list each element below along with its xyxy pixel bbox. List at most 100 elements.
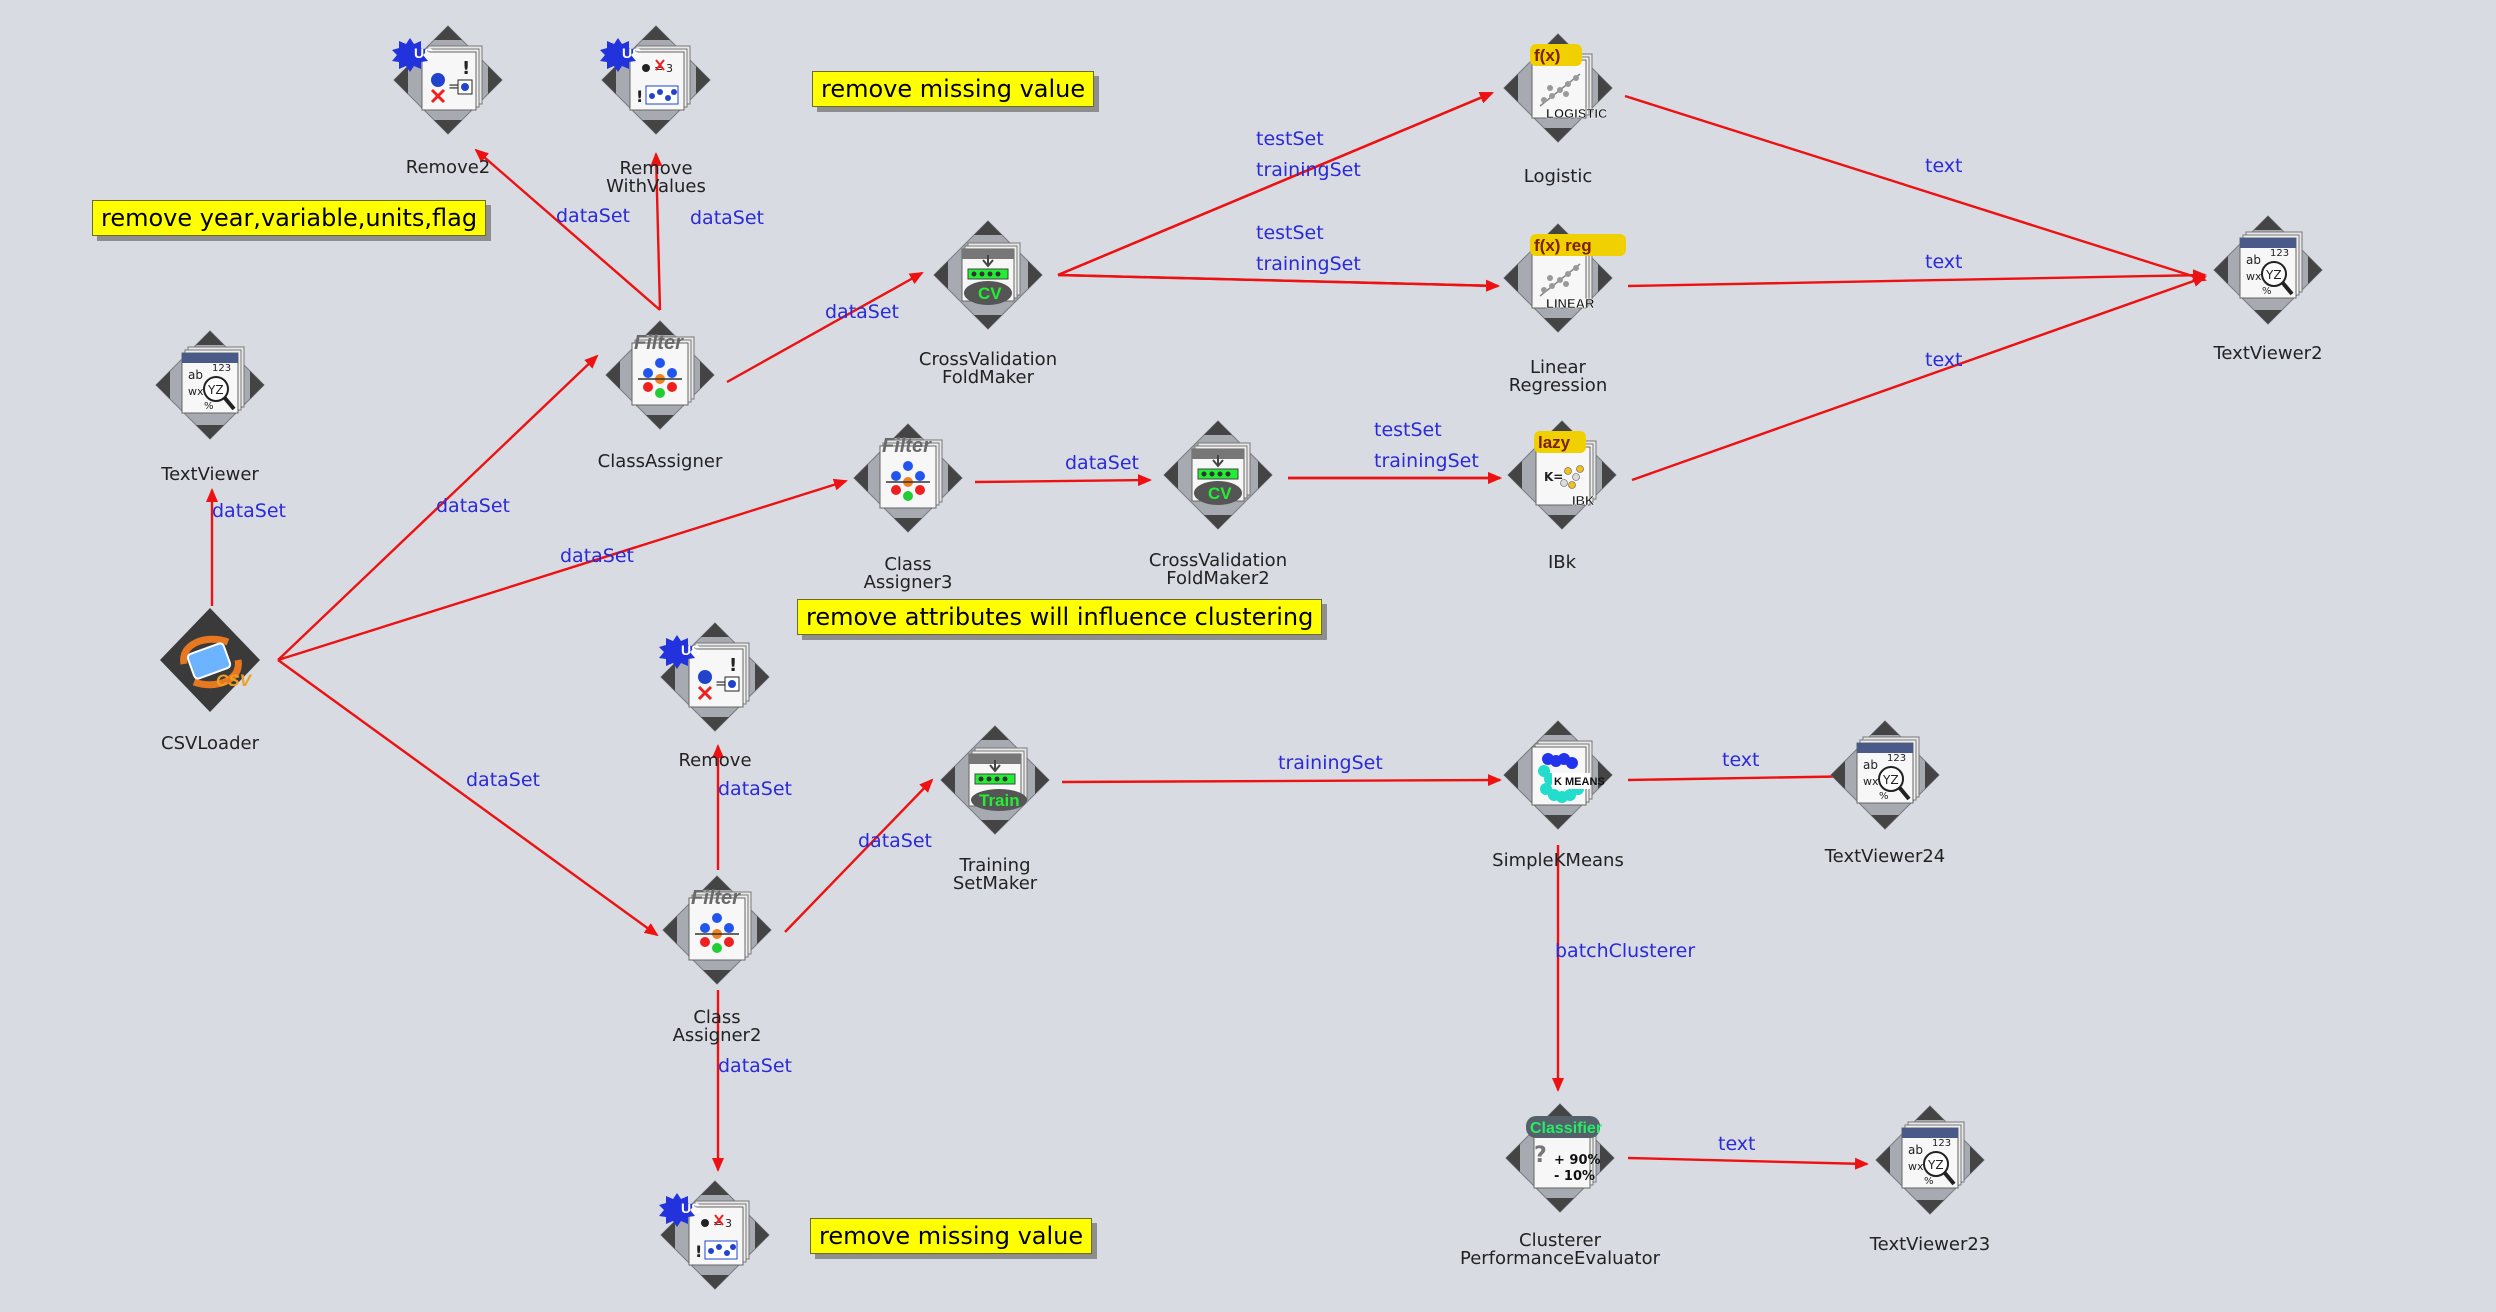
node-classassigner[interactable]: Filter bbox=[604, 319, 716, 431]
connection-label: dataSet bbox=[690, 207, 764, 229]
svg-text:Filter: Filter bbox=[691, 887, 741, 909]
svg-text:%: % bbox=[2262, 286, 2272, 297]
svg-text:=: = bbox=[713, 1217, 722, 1230]
node-classassigner3[interactable]: Filter bbox=[852, 422, 964, 534]
connection-line[interactable] bbox=[1627, 1156, 1869, 1170]
connection-label: testSet bbox=[1256, 222, 1324, 244]
connection-line[interactable] bbox=[474, 148, 661, 311]
node-label: SimpleKMeans bbox=[1492, 850, 1624, 871]
node-classassigner2[interactable]: Filter bbox=[661, 874, 773, 986]
node-removewithvalues[interactable]: =3!US bbox=[600, 24, 712, 136]
connection-line[interactable] bbox=[1627, 269, 2207, 288]
svg-text:%: % bbox=[204, 401, 214, 412]
node-cvfold2[interactable]: CV bbox=[1162, 419, 1274, 531]
svg-text:f(x): f(x) bbox=[1534, 46, 1560, 65]
remove-filter-icon: !=US bbox=[659, 621, 771, 737]
class-assigner-filter-icon: Filter bbox=[852, 422, 964, 538]
note-remove-missing-value-bottom[interactable]: remove missing value bbox=[810, 1218, 1093, 1254]
connection-line[interactable] bbox=[784, 778, 934, 933]
node-label: CrossValidation FoldMaker2 bbox=[1148, 550, 1288, 589]
connection-line[interactable] bbox=[974, 474, 1152, 487]
svg-text:3: 3 bbox=[666, 62, 673, 75]
connection-line[interactable] bbox=[1631, 275, 2207, 482]
svg-text:!: ! bbox=[462, 58, 470, 79]
node-logistic[interactable]: f(x)LOGISTIC bbox=[1502, 32, 1614, 144]
node-kmeans[interactable]: K MEANS bbox=[1502, 719, 1614, 831]
node-csvloader[interactable]: CSV bbox=[154, 604, 266, 716]
svg-text:wx: wx bbox=[1908, 1160, 1924, 1173]
cross-validation-icon: CV bbox=[932, 219, 1044, 335]
svg-text:?: ? bbox=[1534, 1143, 1547, 1168]
connection-line[interactable] bbox=[277, 659, 659, 937]
note-remove-year-variable[interactable]: remove year,variable,units,flag bbox=[92, 200, 487, 236]
svg-text:%: % bbox=[1924, 1176, 1934, 1187]
connection-line[interactable] bbox=[1627, 770, 1870, 783]
node-label: CrossValidation FoldMaker bbox=[918, 349, 1058, 388]
svg-text:YZ: YZ bbox=[1927, 1158, 1944, 1172]
clusterer-evaluator-icon: Classifier+ 90%- 10%? bbox=[1504, 1102, 1616, 1218]
svg-text:CV: CV bbox=[978, 284, 1002, 303]
connection-label: testSet bbox=[1374, 419, 1442, 441]
svg-text:wx: wx bbox=[1863, 775, 1879, 788]
node-clustereval[interactable]: Classifier+ 90%- 10%? bbox=[1504, 1102, 1616, 1214]
connection-label: text bbox=[1925, 251, 1963, 273]
svg-text:K MEANS: K MEANS bbox=[1554, 776, 1605, 788]
svg-text:!: ! bbox=[695, 1242, 702, 1261]
node-label: ClassAssigner bbox=[597, 451, 723, 472]
svg-text:!: ! bbox=[729, 655, 737, 676]
svg-text:lazy: lazy bbox=[1538, 433, 1571, 452]
node-cvfold[interactable]: CV bbox=[932, 219, 1044, 331]
connection-label: text bbox=[1925, 155, 1963, 177]
remove-with-values-filter-icon: =3!US bbox=[659, 1179, 771, 1295]
note-remove-attributes[interactable]: remove attributes will influence cluster… bbox=[797, 599, 1323, 635]
svg-text:=: = bbox=[654, 62, 663, 75]
node-label: Remove bbox=[678, 750, 752, 771]
connection-label: text bbox=[1718, 1133, 1756, 1155]
svg-text:Classifier: Classifier bbox=[1530, 1120, 1602, 1137]
svg-text:f(x) reg: f(x) reg bbox=[1534, 236, 1592, 255]
node-label: Remove WithValues bbox=[606, 158, 706, 197]
kmeans-clusterer-icon: K MEANS bbox=[1502, 719, 1614, 835]
connection-label: dataSet bbox=[825, 301, 899, 323]
connection-line[interactable] bbox=[1057, 273, 1500, 292]
node-trainingsetmaker[interactable]: Train bbox=[939, 724, 1051, 836]
node-label: TextViewer23 bbox=[1869, 1234, 1991, 1255]
node-remove2[interactable]: !=US bbox=[392, 24, 504, 136]
connection-line[interactable] bbox=[277, 478, 848, 662]
node-removewithvalues2[interactable]: =3!US bbox=[659, 1179, 771, 1291]
svg-text:=: = bbox=[448, 79, 460, 95]
connection-line[interactable] bbox=[1057, 91, 1494, 277]
connection-label: dataSet bbox=[718, 778, 792, 800]
node-remove[interactable]: !=US bbox=[659, 621, 771, 733]
connection-label: dataSet bbox=[718, 1055, 792, 1077]
connection-line[interactable] bbox=[1061, 774, 1502, 787]
svg-text:Train: Train bbox=[979, 791, 1020, 810]
connection-line[interactable] bbox=[726, 271, 924, 384]
connection-label: trainingSet bbox=[1374, 450, 1479, 472]
node-label: TextViewer24 bbox=[1824, 846, 1946, 867]
svg-text:123: 123 bbox=[1932, 1138, 1951, 1149]
node-label: Class Assigner2 bbox=[672, 1007, 762, 1046]
connection-line[interactable] bbox=[277, 354, 599, 661]
training-set-maker-icon: Train bbox=[939, 724, 1051, 840]
connection-line[interactable] bbox=[1624, 94, 2207, 283]
svg-text:ab: ab bbox=[188, 368, 203, 382]
connection-label: text bbox=[1925, 349, 1963, 371]
connection-label: dataSet bbox=[212, 500, 286, 522]
note-remove-missing-value-top[interactable]: remove missing value bbox=[812, 71, 1095, 107]
node-label: Remove2 bbox=[405, 157, 491, 178]
connection-label: trainingSet bbox=[1278, 752, 1383, 774]
svg-text:IBK: IBK bbox=[1572, 493, 1595, 508]
connection-line[interactable] bbox=[650, 152, 663, 311]
